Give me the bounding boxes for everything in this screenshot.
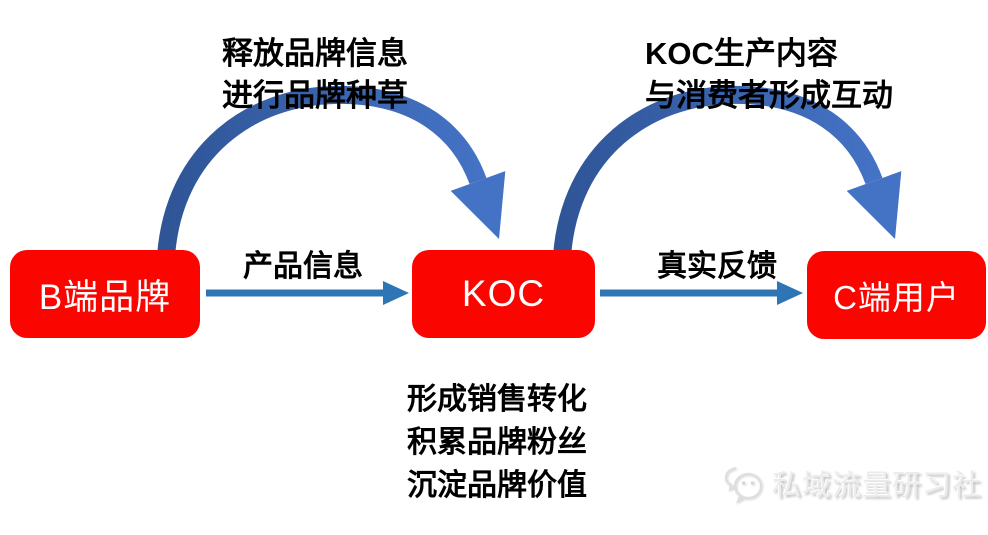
wechat-bubbles-icon [724, 467, 762, 504]
curved-arrow-koc-to-c [553, 85, 883, 257]
annotation-line: 沉淀品牌价值 [407, 469, 587, 502]
annotation-line: 进行品牌种草 [222, 78, 408, 113]
curved-arrow-b-to-koc [157, 85, 487, 257]
annotation-line: 与消费者形成互动 [645, 78, 893, 113]
straight-arrowhead-koc-to-c [777, 281, 803, 305]
annotation-line: 形成销售转化 [407, 383, 587, 416]
watermark: 私域流量研习社 [722, 462, 982, 504]
flow-label-real-feedback: 真实反馈 [657, 250, 777, 283]
annotation-bottom-center: 形成销售转化 积累品牌粉丝 沉淀品牌价值 [337, 378, 657, 507]
node-b-brand: B端品牌 [10, 250, 200, 338]
curved-arrowhead-b-to-koc [450, 171, 506, 239]
flow-label-product-info: 产品信息 [243, 250, 363, 283]
curved-arrowhead-koc-to-c [846, 171, 902, 239]
annotation-top-left: 释放品牌信息 进行品牌种草 [222, 33, 408, 117]
annotation-line: KOC生产内容 [645, 36, 838, 71]
watermark-label: 私域流量研习社 [772, 470, 983, 502]
annotation-top-right: KOC生产内容 与消费者形成互动 [645, 33, 893, 117]
annotation-line: 积累品牌粉丝 [407, 426, 587, 459]
node-c-user: C端用户 [807, 251, 986, 339]
straight-arrowhead-b-to-koc [383, 281, 409, 305]
annotation-line: 释放品牌信息 [222, 36, 408, 71]
node-koc: KOC [412, 250, 595, 338]
